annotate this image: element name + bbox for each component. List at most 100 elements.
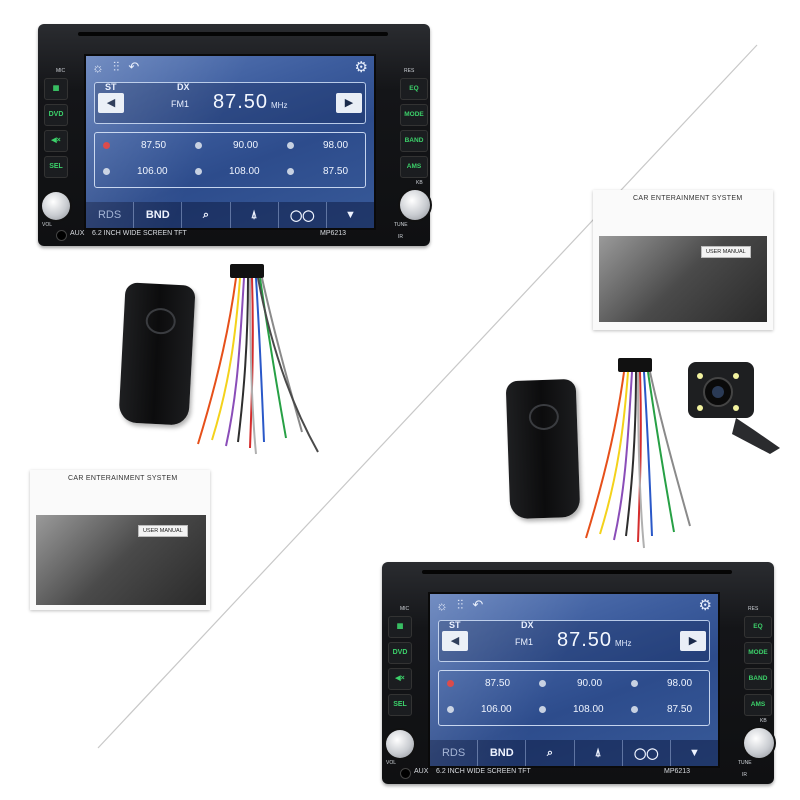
equalizer-icon[interactable]: ⫶⫶ <box>112 59 120 74</box>
equalizer-icon[interactable]: ⫶⫶ <box>456 597 464 612</box>
bnd-button[interactable]: BND <box>134 202 183 228</box>
screen-bottom-bar: RDS BND ⌕ ⍋ ◯◯ ▼ <box>430 740 718 766</box>
loudness-icon[interactable]: ◯◯ <box>623 740 671 766</box>
sel-button[interactable]: SEL <box>44 156 68 178</box>
seek-forward-button[interactable]: ▶ <box>336 93 362 113</box>
gear-icon[interactable]: ⚙ <box>354 59 368 76</box>
search-icon[interactable]: ⌕ <box>526 740 575 766</box>
menu-button[interactable]: ▦ <box>44 78 68 100</box>
preset-5[interactable]: 108.00 <box>229 166 260 177</box>
preset-4[interactable]: 106.00 <box>481 704 512 715</box>
stereo-indicator: ST <box>105 82 117 92</box>
user-manual-left: CAR ENTERAINMENT SYSTEM USER MANUAL <box>30 470 210 610</box>
gear-icon[interactable]: ⚙ <box>698 597 712 614</box>
band-label: FM1 <box>515 637 533 647</box>
tune-knob[interactable] <box>400 190 430 220</box>
wire-harness <box>585 358 691 549</box>
preset-6[interactable]: 87.50 <box>323 166 349 177</box>
antenna-icon[interactable]: ⍋ <box>231 202 279 228</box>
dvd-button[interactable]: DVD <box>388 642 412 664</box>
screen-caption: 6.2 INCH WIDE SCREEN TFT <box>436 768 531 775</box>
band-button[interactable]: BAND <box>400 130 428 152</box>
seek-back-button[interactable]: ◀ <box>98 93 124 113</box>
sun-icon[interactable]: ☼ <box>92 59 104 75</box>
preset-6[interactable]: 87.50 <box>667 704 693 715</box>
kb-label: KB <box>760 718 767 724</box>
preset-icon <box>631 680 638 687</box>
tune-label: TUNE <box>394 222 408 228</box>
ams-button[interactable]: AMS <box>744 694 772 716</box>
mic-label: MIC <box>400 606 410 612</box>
aux-label: AUX <box>70 230 85 237</box>
wire-harness <box>197 264 319 455</box>
eq-button[interactable]: EQ <box>400 78 428 100</box>
touch-screen: ☼ ⫶⫶ ↶ ⚙ ◀ ▶ ST DX FM1 87.50 MHz 87.50 9… <box>428 592 720 768</box>
back-arrow-icon[interactable]: ↶ <box>128 59 140 74</box>
touch-screen: ☼ ⫶⫶ ↶ ⚙ ◀ ▶ ST DX FM1 87.50 MHz 87.50 9… <box>84 54 376 230</box>
seek-back-button[interactable]: ◀ <box>442 631 468 651</box>
sun-icon[interactable]: ☼ <box>436 597 448 613</box>
stereo-indicator: ST <box>449 620 461 630</box>
screen-caption: 6.2 INCH WIDE SCREEN TFT <box>92 230 187 237</box>
preset-grid: 87.50 90.00 98.00 106.00 108.00 87.50 <box>94 132 366 188</box>
reset-label: RES <box>404 68 415 74</box>
tune-knob[interactable] <box>744 728 774 758</box>
screen-top-bar: ☼ ⫶⫶ ↶ ⚙ <box>86 56 374 78</box>
manual-label: USER MANUAL <box>701 246 751 258</box>
mute-button[interactable]: ◀× <box>44 130 68 152</box>
preset-icon <box>631 706 638 713</box>
mode-button[interactable]: MODE <box>744 642 772 664</box>
manual-title: CAR ENTERAINMENT SYSTEM <box>633 195 743 202</box>
more-icon[interactable]: ▼ <box>345 209 356 221</box>
remote-control <box>118 282 196 426</box>
volume-knob[interactable] <box>42 192 70 220</box>
ir-label: IR <box>742 772 747 778</box>
back-arrow-icon[interactable]: ↶ <box>472 597 484 612</box>
screen-bottom-bar: RDS BND ⌕ ⍋ ◯◯ ▼ <box>86 202 374 228</box>
manual-title: CAR ENTERAINMENT SYSTEM <box>68 475 178 482</box>
dx-indicator: DX <box>177 82 190 92</box>
volume-knob[interactable] <box>386 730 414 758</box>
menu-button[interactable]: ▦ <box>388 616 412 638</box>
rds-button[interactable]: RDS <box>86 202 135 228</box>
frequency-unit: MHz <box>271 101 288 110</box>
frequency-display: 87.50 <box>213 91 269 113</box>
antenna-icon[interactable]: ⍋ <box>575 740 623 766</box>
preset-icon <box>539 680 546 687</box>
preset-3[interactable]: 98.00 <box>667 678 693 689</box>
preset-icon <box>103 142 110 149</box>
preset-icon <box>103 168 110 175</box>
mute-button[interactable]: ◀× <box>388 668 412 690</box>
preset-1[interactable]: 87.50 <box>485 678 511 689</box>
remote-dpad <box>528 403 560 431</box>
sel-button[interactable]: SEL <box>388 694 412 716</box>
model-label: MP6213 <box>664 768 691 775</box>
disc-slot <box>422 570 732 574</box>
preset-2[interactable]: 90.00 <box>233 140 259 151</box>
user-manual-right: CAR ENTERAINMENT SYSTEM USER MANUAL <box>593 190 773 330</box>
ams-button[interactable]: AMS <box>400 156 428 178</box>
rds-button[interactable]: RDS <box>430 740 479 766</box>
dx-indicator: DX <box>521 620 534 630</box>
preset-1[interactable]: 87.50 <box>141 140 167 151</box>
preset-icon <box>447 680 454 687</box>
model-label: MP6213 <box>320 230 347 237</box>
more-icon[interactable]: ▼ <box>689 747 700 759</box>
preset-5[interactable]: 108.00 <box>573 704 604 715</box>
vol-label: VOL <box>386 760 397 766</box>
ir-label: IR <box>398 234 403 240</box>
preset-3[interactable]: 98.00 <box>323 140 349 151</box>
backup-camera <box>688 362 780 454</box>
dvd-button[interactable]: DVD <box>44 104 68 126</box>
search-icon[interactable]: ⌕ <box>182 202 231 228</box>
kb-label: KB <box>416 180 423 186</box>
preset-4[interactable]: 106.00 <box>137 166 168 177</box>
band-button[interactable]: BAND <box>744 668 772 690</box>
seek-forward-button[interactable]: ▶ <box>680 631 706 651</box>
bnd-button[interactable]: BND <box>478 740 527 766</box>
mode-button[interactable]: MODE <box>400 104 428 126</box>
preset-2[interactable]: 90.00 <box>577 678 603 689</box>
eq-button[interactable]: EQ <box>744 616 772 638</box>
loudness-icon[interactable]: ◯◯ <box>279 202 327 228</box>
preset-icon <box>447 706 454 713</box>
